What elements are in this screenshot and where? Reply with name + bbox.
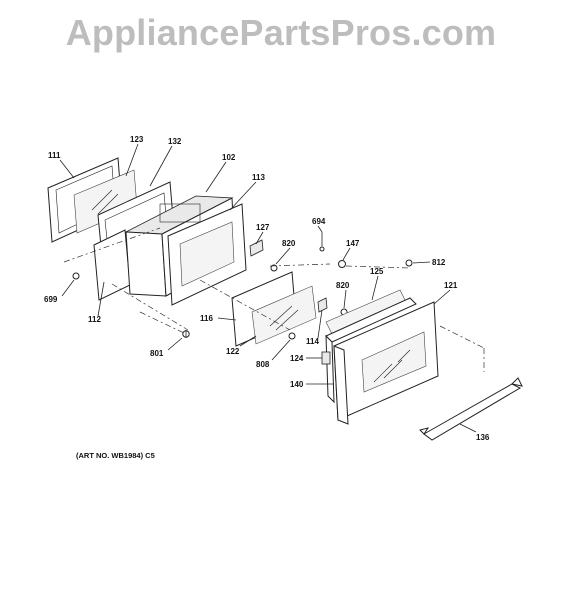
label-699: 699 [44, 295, 58, 304]
leader-lines [59, 143, 477, 433]
art-number-caption: (ART NO. WB1984) C5 [76, 451, 155, 460]
part-136-handle [419, 377, 523, 441]
label-125: 125 [370, 267, 384, 276]
part-820-screw-a [270, 264, 278, 272]
alignment-lines [63, 227, 485, 372]
part-121-frame [325, 297, 417, 404]
part-114-bracket [317, 297, 328, 313]
part-812-screw [405, 259, 413, 267]
part-113-inner-door [167, 203, 247, 306]
label-136: 136 [476, 433, 490, 442]
label-127: 127 [256, 223, 270, 232]
label-124: 124 [290, 354, 304, 363]
label-102: 102 [222, 153, 236, 162]
label-820-b: 820 [336, 281, 350, 290]
label-114: 114 [306, 337, 319, 346]
part-147-grommet [338, 260, 346, 268]
label-113: 113 [252, 173, 265, 182]
label-112: 112 [88, 315, 101, 324]
label-122: 122 [226, 347, 240, 356]
part-labels: 111 123 132 102 113 127 694 820 147 812 … [44, 135, 490, 442]
label-121: 121 [444, 281, 458, 290]
label-801: 801 [150, 349, 164, 358]
label-147: 147 [346, 239, 360, 248]
part-127 [249, 239, 264, 257]
part-801-screw [182, 330, 190, 338]
label-123: 123 [130, 135, 144, 144]
part-694-pin [319, 232, 325, 252]
label-132: 132 [168, 137, 182, 146]
part-122-glass [251, 285, 317, 345]
part-699-screw [72, 272, 80, 280]
part-124 [321, 351, 331, 365]
label-694: 694 [312, 217, 326, 226]
watermark: AppliancePartsPros.com [65, 12, 497, 53]
part-112-liner [93, 229, 131, 301]
label-111: 111 [48, 151, 61, 160]
part-808-screw [288, 332, 296, 340]
label-812: 812 [432, 258, 446, 267]
label-820-a: 820 [282, 239, 296, 248]
label-116: 116 [200, 314, 213, 323]
label-140: 140 [290, 380, 304, 389]
part-140-outer-door [333, 301, 439, 425]
label-808: 808 [256, 360, 270, 369]
